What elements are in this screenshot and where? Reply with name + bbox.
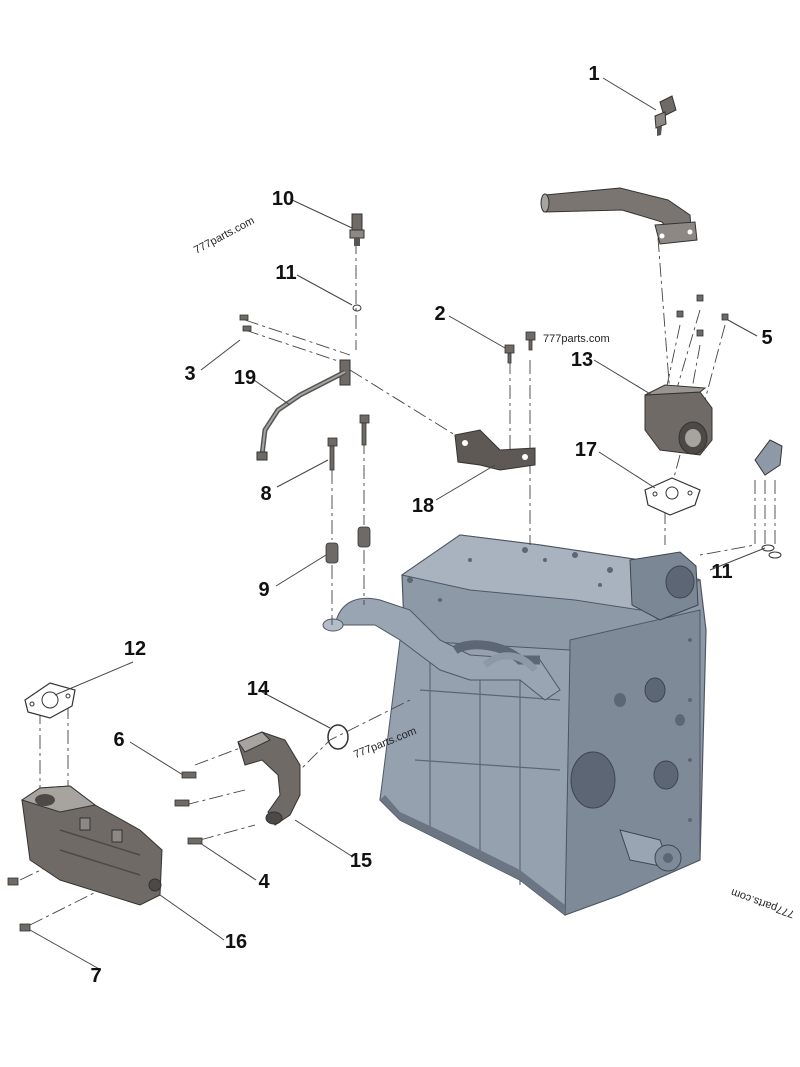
- part-11-sensor-right: [754, 439, 783, 559]
- part-17-gasket: [644, 477, 701, 516]
- part-15-egr-elbow: [237, 731, 301, 826]
- part-10-sensor: [349, 213, 365, 246]
- callout-3: 3: [184, 363, 196, 385]
- part-2-bolts: [504, 331, 536, 364]
- part-6-bolts: [174, 771, 197, 807]
- part-1-temperature-sensor: [654, 95, 677, 136]
- callout-9: 9: [258, 579, 270, 601]
- callout-13: 13: [570, 349, 594, 371]
- engine-block: [322, 534, 707, 917]
- callout-12: 12: [123, 638, 147, 660]
- part-14-o-ring: [327, 724, 349, 750]
- callout-2: 2: [434, 303, 446, 325]
- callout-11: 11: [275, 262, 297, 284]
- callout-6: 6: [113, 729, 125, 751]
- callout-8: 8: [260, 483, 272, 505]
- callout-7: 7: [90, 965, 102, 987]
- leader-lines: [29, 77, 766, 971]
- callout-17: 17: [574, 439, 598, 461]
- callout-4: 4: [258, 871, 270, 893]
- part-12-gasket: [24, 682, 76, 719]
- watermark-2: 777parts.com: [543, 333, 610, 345]
- part-13-thermostat-housing: [644, 384, 713, 456]
- water-outlet-pipe: [540, 187, 698, 245]
- part-16-egr-cooler: [20, 785, 163, 906]
- part-5-bolts: [676, 294, 729, 337]
- callout-19: 19: [233, 367, 257, 389]
- callout-18: 18: [411, 495, 435, 517]
- callout-5: 5: [761, 327, 773, 349]
- assembly-lines: [19, 237, 776, 926]
- callout-10: 10: [271, 188, 295, 210]
- callout-11b: 11: [711, 561, 733, 583]
- callout-15: 15: [349, 850, 373, 872]
- part-9-spacers: [325, 526, 371, 564]
- callout-16: 16: [224, 931, 248, 953]
- part-3-bolts: [239, 314, 252, 332]
- part-7-bolts: [7, 877, 31, 932]
- part-18-bracket: [454, 429, 536, 471]
- part-4-bolt: [187, 837, 203, 845]
- part-11-o-ring: [352, 304, 362, 312]
- callout-1: 1: [588, 63, 600, 85]
- callout-14: 14: [246, 678, 270, 700]
- part-19-pipe: [256, 359, 351, 461]
- part-8-bolts: [327, 414, 370, 471]
